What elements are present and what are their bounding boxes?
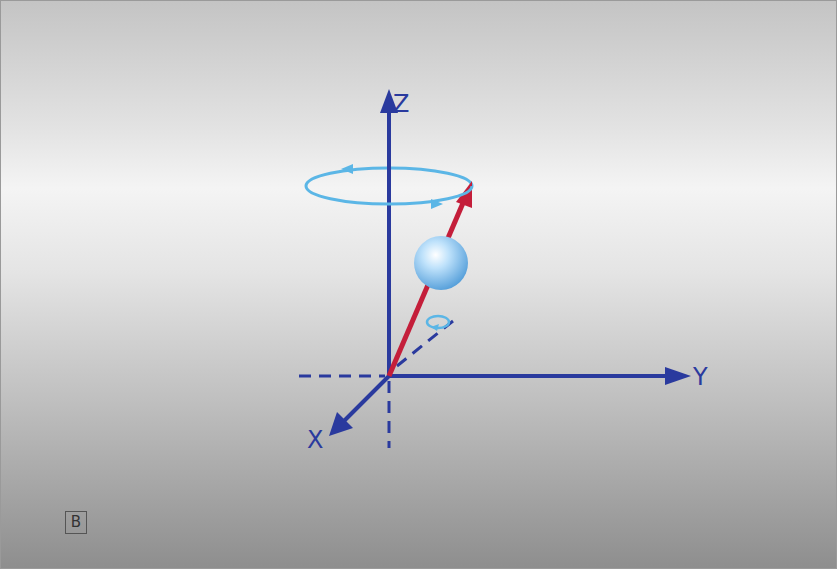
axis-label: Z [393, 92, 409, 116]
axis-label: Y [693, 365, 708, 389]
axis-arrowhead [665, 367, 691, 385]
magnetic-moment-vector [389, 203, 463, 376]
y-axis [389, 374, 669, 378]
field-letter: B [71, 515, 81, 530]
spin-arrowhead [431, 324, 439, 331]
z-axis [387, 109, 391, 376]
axis-arrowhead [329, 412, 353, 436]
dashed-axis [299, 375, 385, 378]
proton-sphere [414, 236, 468, 290]
x-axis [343, 376, 389, 422]
dashed-axis [388, 381, 391, 448]
precession-ring-front [306, 186, 472, 204]
ring-arrowhead [341, 164, 353, 174]
axis-label: X [307, 428, 323, 452]
field-label-box: B [65, 511, 87, 534]
ring-arrowhead [431, 199, 443, 209]
